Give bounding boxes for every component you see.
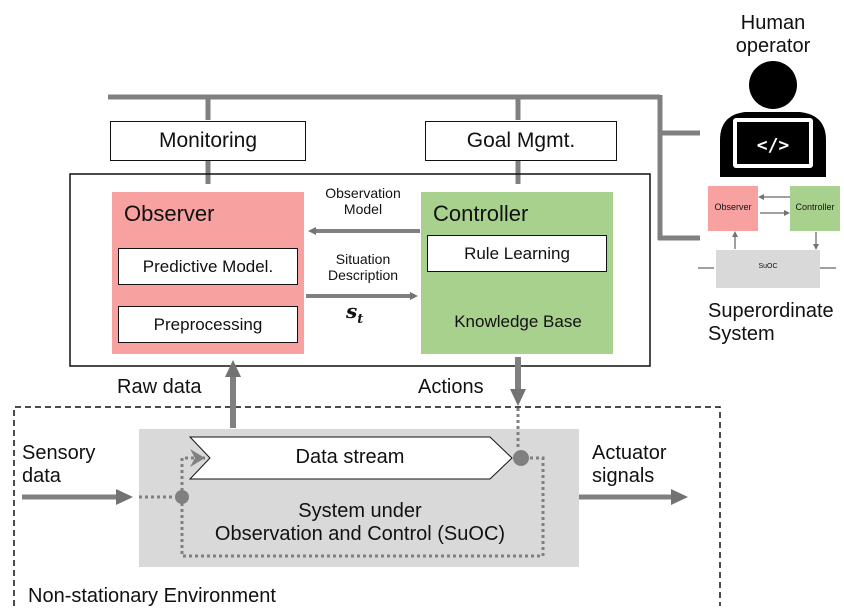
situation-symbol: st	[346, 300, 363, 328]
mini-observer-box	[708, 186, 758, 231]
superordinate-line2: System	[708, 323, 775, 345]
mini-observer-label: Observer	[714, 202, 752, 212]
observation-model-label: Observation Model	[308, 185, 418, 217]
goal-mgmt-label: Goal Mgmt.	[466, 129, 576, 152]
svg-text:</>: </>	[757, 135, 790, 156]
actions-label: Actions	[418, 376, 484, 398]
situation-line1: Situation	[335, 251, 391, 267]
mini-suoc-box	[716, 250, 820, 288]
situation-symbol-base: s	[346, 299, 358, 323]
superordinate-system-label: Superordinate System	[708, 300, 834, 346]
human-operator-line1: Human	[740, 12, 806, 34]
environment-label: Non-stationary Environment	[28, 585, 276, 607]
goal-mgmt-box: Goal Mgmt.	[425, 121, 617, 161]
human-operator-icon: </>	[720, 61, 826, 177]
superordinate-mini-diagram	[698, 186, 840, 288]
environment-boundary	[13, 406, 721, 606]
human-operator-label: Human operator	[726, 12, 820, 58]
observer-title: Observer	[124, 201, 215, 226]
actuator-line1: Actuator	[592, 442, 667, 464]
sensory-line2: data	[22, 465, 61, 487]
mini-suoc-label: SuOC	[758, 263, 778, 270]
observer-box: Observer Predictive Model. Preprocessing	[112, 192, 304, 354]
sensory-data-label: Sensory data	[22, 442, 95, 488]
controller-title: Controller	[433, 201, 529, 226]
data-stream-label: Data stream	[295, 446, 405, 468]
rule-learning-box: Rule Learning	[427, 235, 607, 272]
preprocessing-label: Preprocessing	[153, 314, 263, 334]
observation-model-line2: Model	[343, 201, 383, 218]
situation-line2: Description	[327, 267, 399, 284]
monitoring-box: Monitoring	[110, 121, 306, 161]
rule-learning-label: Rule Learning	[464, 243, 570, 263]
predictive-model-box: Predictive Model.	[118, 248, 298, 285]
situation-symbol-sub: t	[357, 312, 364, 327]
data-stream-entry-arrow	[190, 449, 205, 467]
human-operator-line2: operator	[735, 35, 811, 57]
suoc-line2: Observation and Control (SuOC)	[214, 523, 506, 545]
data-stream-shape	[188, 436, 513, 480]
actuator-signals-label: Actuator signals	[592, 442, 666, 488]
superordinate-line1: Superordinate	[708, 300, 834, 322]
knowledge-base-label: Knowledge Base	[454, 312, 582, 331]
actuator-line2: signals	[592, 465, 655, 487]
raw-data-label: Raw data	[117, 376, 202, 398]
suoc-line1: System under	[298, 500, 422, 522]
observer-controller-frame	[69, 173, 651, 367]
sensory-line1: Sensory	[22, 442, 96, 464]
predictive-model-label: Predictive Model.	[142, 256, 274, 276]
suoc-label: System under Observation and Control (Su…	[190, 500, 530, 546]
situation-description-label: Situation Description	[308, 251, 418, 283]
top-bus	[108, 94, 700, 241]
controller-box: Controller Rule Learning	[421, 192, 613, 354]
monitoring-label: Monitoring	[158, 129, 258, 152]
mini-controller-box	[790, 186, 840, 231]
preprocessing-box: Preprocessing	[118, 306, 298, 343]
observation-model-line1: Observation	[325, 185, 401, 201]
mini-controller-label: Controller	[795, 202, 835, 212]
split-node-left	[175, 490, 189, 504]
split-node-right	[513, 450, 529, 466]
